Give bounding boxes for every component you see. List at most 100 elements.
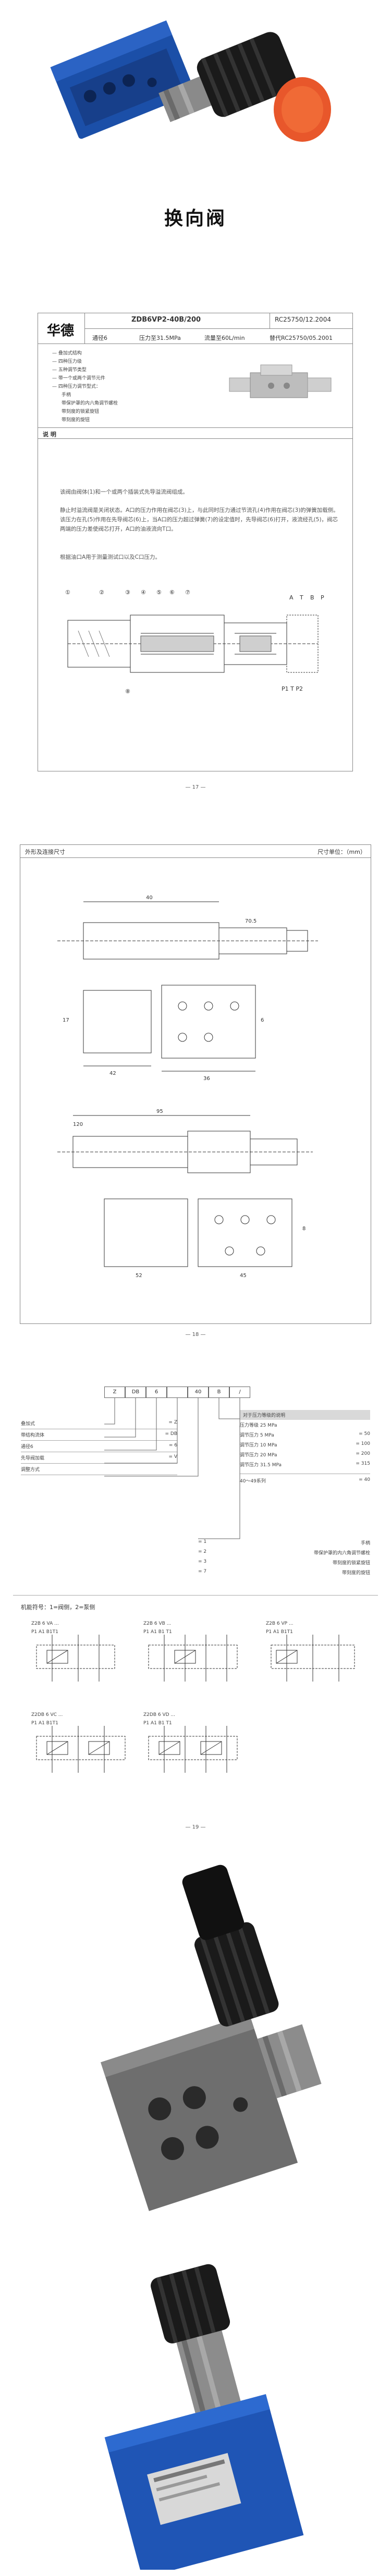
symbol-ports: P1 A1 B1T1	[31, 1629, 58, 1635]
symbol-label: Z2DB 6 VD ...	[143, 1712, 175, 1718]
feature-list: — 叠加式结构 — 四种压力级 — 五种调节类型 — 带一个或两个调节元件 — …	[52, 349, 198, 424]
order-row-label: 叠加式	[21, 1421, 35, 1427]
feature-item: — 五种调节类型	[52, 367, 87, 373]
order-row-code: = 1	[198, 1539, 207, 1544]
feature-item: — 叠加式结构	[52, 351, 82, 356]
series-code: = 40	[359, 1477, 370, 1482]
diagram-callout: ②	[99, 589, 104, 596]
symbol-label: Z2B 6 VP ...	[266, 1621, 294, 1626]
port-caption: P1 T P2	[282, 685, 303, 692]
diagram-callout: ①	[65, 589, 70, 596]
feature-item: 带刻度的旋钮	[62, 418, 90, 423]
order-row-label: 压力等级 25 MPa	[240, 1423, 277, 1428]
header-vdivider-1	[84, 313, 85, 344]
order-row-label: 调节压力 10 MPa	[240, 1443, 277, 1448]
dimension-label: 40	[146, 895, 153, 901]
order-row: = 2 带保护罩的内六角调节螺栓	[198, 1548, 370, 1557]
section-bar: 说 明	[38, 427, 353, 439]
diagram-callout: ⑦	[185, 589, 190, 596]
symbol-ports: P1 A1 B1T1	[266, 1629, 293, 1635]
feature-item: — 四种压力调节型式：	[52, 384, 101, 389]
order-row-label: 带刻度的旋钮	[341, 1571, 370, 1576]
dimension-label: 17	[63, 1017, 69, 1023]
hydraulic-symbol	[148, 1635, 238, 1682]
feature-item: 带保护罩的内六角调节螺栓	[62, 401, 118, 406]
dimension-title: 外形及连接尺寸	[25, 849, 65, 855]
dimension-drawing-1: 40 70.5 42 36 17 6	[57, 895, 318, 1082]
feature-item: — 四种压力级	[52, 359, 82, 364]
dimension-label: 52	[136, 1273, 142, 1279]
diagram-callout: ⑥	[169, 589, 175, 596]
order-row-code: = 7	[198, 1569, 207, 1574]
order-code-cell: /	[229, 1387, 250, 1398]
brand-name: 华德	[47, 323, 75, 339]
sheet2-header: 外形及连接尺寸 尺寸单位：（mm）	[20, 844, 371, 858]
symbol-block: Z2B 6 VP ... P1 A1 B1T1	[266, 1621, 365, 1694]
doc-code: RC25750/12.2004	[275, 316, 331, 323]
order-row-label: 通径6	[21, 1444, 33, 1450]
order-rows-left: 叠加式 = Z 带结构流体 = DB 通径6 = 6 先导阀加载 = V 调整方…	[21, 1418, 177, 1475]
order-code-cell: 6	[146, 1387, 167, 1398]
hydraulic-symbol	[148, 1726, 238, 1773]
datasheet-page-3: Z DB 6 40 B / 叠加式 = Z 带结构流体 = DB 通径6 = 6…	[0, 1366, 391, 1845]
symbol-grid: Z2B 6 VA ... P1 A1 B1T1 Z2B 6 VB ... P1 …	[31, 1621, 365, 1793]
symbol-block: Z2DB 6 VD ... P1 A1 B1 T1	[143, 1712, 248, 1785]
order-row-label: 调节压力 5 MPa	[240, 1433, 274, 1438]
datasheet-page-2: 外形及连接尺寸 尺寸单位：（mm） 40 70.5 42 36 17 6	[0, 834, 391, 1355]
dimension-label: 45	[240, 1273, 247, 1279]
feature-item: 手柄	[62, 392, 71, 398]
hero-title: 换向阀	[164, 208, 227, 229]
order-row-code: = V	[168, 1454, 177, 1459]
port-label: T	[299, 594, 303, 601]
order-row-label: 调节压力 31.5 MPa	[240, 1463, 282, 1468]
order-right-header: 对于压力等级的说明	[240, 1410, 370, 1420]
order-row-label: 调节压力 20 MPa	[240, 1453, 277, 1458]
hydraulic-symbol	[36, 1635, 115, 1682]
order-row: 40～49系列 = 40	[240, 1474, 370, 1487]
order-row-code: = 100	[356, 1441, 370, 1446]
sheet2-frame	[20, 844, 371, 1324]
valve-thumbnail	[229, 364, 332, 398]
spec-flow: 流量至60L/min	[204, 335, 245, 341]
symbol-label: Z2B 6 VB ...	[143, 1621, 172, 1626]
valve-section-diagram: ① ② ③ ④ ⑤ ⑥ ⑦ ⑧ A T B P P1 T P2	[65, 589, 324, 695]
header-divider	[84, 328, 353, 329]
dimension-label: 70.5	[245, 918, 256, 924]
symbol-block: Z2DB 6 VC ... P1 A1 B1T1	[31, 1712, 136, 1785]
order-row-label: 先导阀加载	[21, 1456, 45, 1461]
dimension-label: 6	[261, 1017, 264, 1023]
symbol-block: Z2B 6 VA ... P1 A1 B1T1	[31, 1621, 125, 1694]
feature-item: 带刻度的锁紧旋钮	[62, 409, 100, 414]
dimension-label: 42	[109, 1071, 116, 1076]
symbol-divider	[13, 1595, 378, 1596]
order-row: 调整方式	[21, 1464, 177, 1475]
sheet1-header: 华德 ZDB6VP2-40B/200 RC25750/12.2004 通径6 压…	[38, 313, 353, 344]
order-row: 调节压力 5 MPa = 50	[240, 1430, 370, 1440]
hydraulic-symbol	[271, 1635, 355, 1682]
order-row: 叠加式 = Z	[21, 1418, 177, 1429]
order-row-code: = 200	[356, 1451, 370, 1456]
diagram-callout: ④	[141, 589, 146, 596]
product-photo-2	[104, 2264, 304, 2570]
symbol-ports: P1 A1 B1 T1	[143, 1721, 172, 1726]
order-code-cell: DB	[125, 1387, 146, 1398]
order-row: 压力等级 25 MPa	[240, 1420, 370, 1430]
order-rows-right: 对于压力等级的说明 压力等级 25 MPa 调节压力 5 MPa = 50 调节…	[240, 1410, 370, 1487]
order-row-code: = 315	[356, 1461, 370, 1466]
port-label: B	[310, 594, 314, 601]
page-number: — 17 —	[185, 784, 206, 790]
order-row-code: = 2	[198, 1549, 207, 1554]
spec-replace: 替代RC25750/05.2001	[270, 335, 333, 341]
dimension-label: 120	[73, 1122, 83, 1127]
series-label: 40～49系列	[240, 1479, 266, 1484]
spec-pressure: 压力至31.5MPa	[139, 335, 181, 341]
sheet1-frame	[38, 313, 353, 771]
order-row-label: 手柄	[360, 1541, 370, 1546]
feature-item: — 带一个或两个调节元件	[52, 376, 105, 381]
order-row: 通径6 = 6	[21, 1441, 177, 1452]
symbol-ports: P1 A1 B1 T1	[143, 1629, 172, 1635]
unit-note: 尺寸单位：（mm）	[317, 849, 366, 855]
order-row: 调节压力 10 MPa = 100	[240, 1440, 370, 1450]
order-row-label: 带保护罩的内六角调节螺栓	[313, 1551, 370, 1556]
diagram-callout: ③	[125, 589, 130, 596]
